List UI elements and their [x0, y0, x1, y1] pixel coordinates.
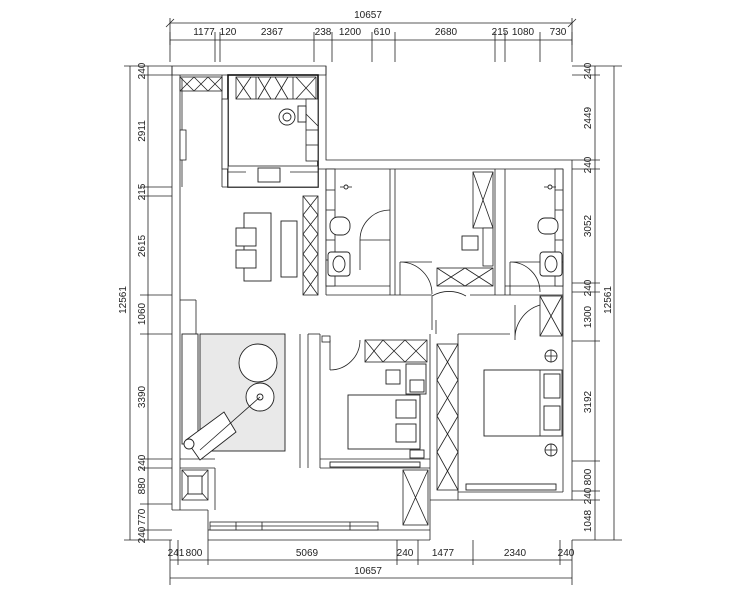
- coffee-table-large: [238, 343, 278, 383]
- bottom-dimension-chain: 241 800 5069 240 1477 2340 240 10657: [168, 540, 575, 585]
- bathroom-right: [509, 168, 564, 295]
- dining-chair: [235, 227, 257, 247]
- left-dim-6: 3390: [137, 385, 148, 408]
- bottom-dim-7: 240: [558, 548, 575, 559]
- bottom-overall-dimension: 10657: [354, 566, 382, 577]
- top-dim-8: 215: [492, 27, 509, 38]
- sideboard: [280, 220, 298, 278]
- dining-area: [235, 195, 319, 296]
- living-room: [181, 333, 286, 501]
- walls: [171, 65, 573, 541]
- right-dim-2: 2449: [583, 106, 594, 129]
- room-door: [399, 261, 433, 295]
- cooktop-icon: [257, 167, 281, 183]
- right-dimension-chain: 240 2449 240 3052 240 1300 3192 800 240 …: [572, 62, 622, 541]
- right-dim-10: 1048: [583, 509, 594, 532]
- chaise-lounge: [185, 411, 237, 461]
- left-dim-8: 880: [137, 477, 148, 494]
- left-overall-dimension: 12561: [118, 286, 129, 314]
- right-dim-7: 3192: [583, 390, 594, 413]
- top-dim-5: 1200: [339, 27, 362, 38]
- left-dim-9: 770: [137, 508, 148, 525]
- corridor-door: [431, 291, 467, 330]
- bathroom-door: [359, 209, 391, 241]
- right-dim-4: 3052: [583, 214, 594, 237]
- right-dim-1: 240: [583, 62, 594, 79]
- right-dim-5: 240: [583, 279, 594, 296]
- master-bedroom-door: [514, 304, 541, 341]
- right-overall-dimension: 12561: [603, 286, 614, 314]
- chair: [385, 369, 401, 385]
- bathroom-door: [509, 261, 541, 293]
- left-dim-7: 240: [137, 454, 148, 471]
- right-dim-9: 240: [583, 487, 594, 504]
- right-dim-6: 1300: [583, 305, 594, 328]
- bottom-dim-2: 800: [186, 548, 203, 559]
- bottom-dim-4: 240: [397, 548, 414, 559]
- kitchen-upper-cabinets: [235, 76, 317, 100]
- top-overall-dimension: 10657: [354, 10, 382, 21]
- toilet-icon: [329, 216, 351, 236]
- top-dim-3: 2367: [261, 27, 284, 38]
- chair: [461, 235, 479, 251]
- middle-room: [399, 171, 494, 330]
- left-dimension-chain: 240 2911 215 2615 1060 3390 240 880 770 …: [118, 62, 172, 543]
- left-dim-1: 240: [137, 62, 148, 79]
- bottom-dim-1: 241: [168, 548, 185, 559]
- top-dim-4: 238: [315, 27, 332, 38]
- bathroom-left: [325, 168, 391, 287]
- top-dimension-chain: 10657 1177 120 2367 238 1200 610 2680 21…: [165, 10, 577, 62]
- left-dim-3: 215: [137, 183, 148, 200]
- bedroom-right: [436, 295, 563, 491]
- top-dim-2: 120: [220, 27, 237, 38]
- wardrobe-master: [436, 343, 459, 491]
- kitchen: [179, 76, 319, 188]
- top-dim-6: 610: [374, 27, 391, 38]
- bottom-dim-5: 1477: [432, 548, 455, 559]
- right-dim-8: 800: [583, 468, 594, 485]
- left-dim-4: 2615: [137, 234, 148, 257]
- top-dim-9: 1080: [512, 27, 535, 38]
- toilet-icon: [537, 217, 559, 235]
- top-dim-7: 2680: [435, 27, 458, 38]
- bedroom-left: [321, 335, 428, 459]
- bedroom-door: [329, 339, 361, 371]
- left-dim-2: 2911: [137, 120, 148, 142]
- left-dim-10: 240: [137, 526, 148, 543]
- sofa: [181, 333, 199, 445]
- bottom-dim-6: 2340: [504, 548, 527, 559]
- balcony: [209, 461, 429, 531]
- top-dim-10: 730: [550, 27, 567, 38]
- right-dim-3: 240: [583, 156, 594, 173]
- dining-chair: [235, 249, 257, 269]
- left-dim-5: 1060: [137, 302, 148, 325]
- bottom-dim-3: 5069: [296, 548, 319, 559]
- wardrobe: [364, 339, 428, 363]
- tall-cabinet: [302, 195, 319, 296]
- dining-table: [243, 212, 272, 282]
- top-dim-1: 1177: [193, 27, 215, 38]
